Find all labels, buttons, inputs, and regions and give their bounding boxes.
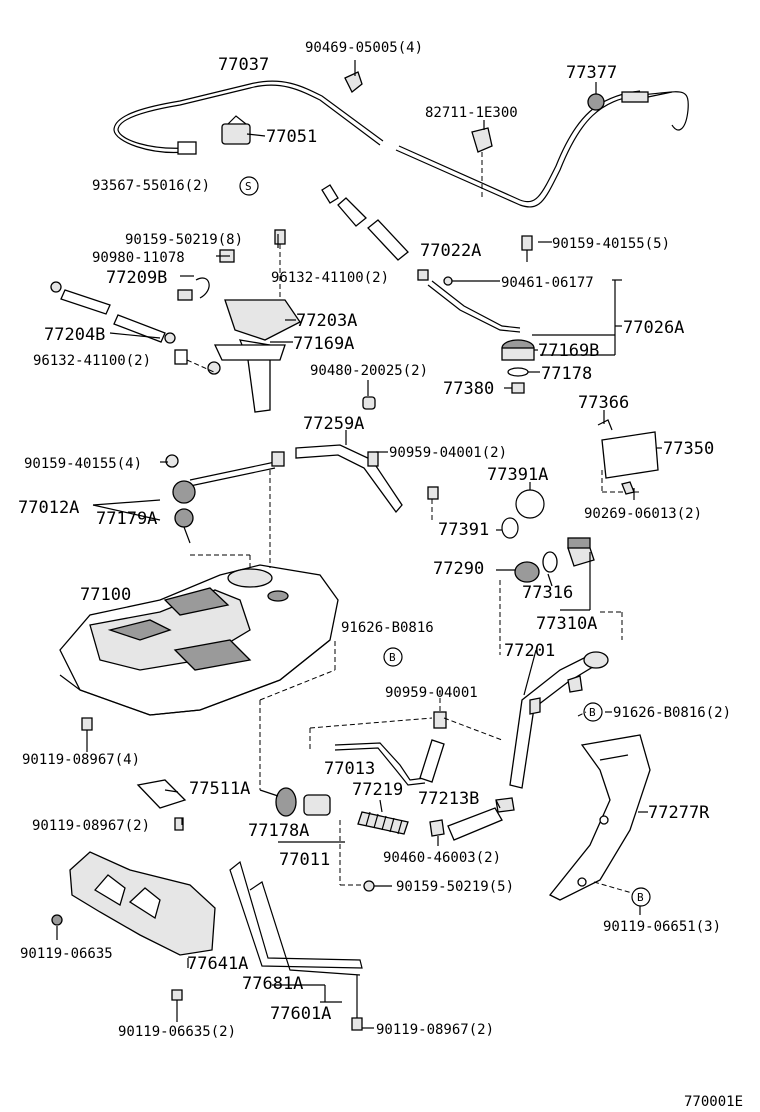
- label-77022A: 77022A: [420, 241, 481, 261]
- label-77366: 77366: [578, 393, 629, 413]
- callout-s-label: S: [245, 180, 252, 193]
- bolt-90119-06635-2: [171, 989, 183, 1016]
- label-96132-41100-b: 96132-41100(2): [33, 353, 151, 369]
- breather-tube-group-77026A: [417, 269, 622, 394]
- figure-code: 770001E: [684, 1094, 743, 1110]
- straps-77601A: [229, 860, 363, 1031]
- label-90959-04001: 90959-04001: [385, 685, 478, 701]
- label-90980-11078: 90980-11078: [92, 250, 185, 266]
- label-77013: 77013: [324, 759, 375, 779]
- label-77219: 77219: [352, 780, 403, 800]
- label-82711-1E300: 82711-1E300: [425, 105, 518, 121]
- opener-77377: [587, 91, 673, 111]
- fuel-pump-bracket-77203A: [177, 277, 301, 413]
- hose-77259A: [189, 444, 439, 520]
- label-77169A: 77169A: [293, 334, 354, 354]
- filler-cap-group: [499, 489, 623, 655]
- label-90460-46003: 90460-46003(2): [383, 850, 501, 866]
- label-77601A: 77601A: [270, 1004, 331, 1024]
- label-77290: 77290: [433, 559, 484, 579]
- part-labels: 77037 90469-05005(4) 77377 82711-1E300 7…: [18, 40, 743, 1110]
- bolt-90159-40155-top: [521, 235, 533, 262]
- label-77350: 77350: [663, 439, 714, 459]
- label-90469-05005: 90469-05005(4): [305, 40, 423, 56]
- cable-clamp-77051: [221, 115, 251, 145]
- callout-b-label: B: [589, 706, 596, 719]
- label-77026A: 77026A: [623, 318, 684, 338]
- leader-lines: [56, 60, 662, 1029]
- callout-b-3: B: [631, 887, 651, 907]
- clip-90469: [344, 71, 363, 94]
- label-77380: 77380: [443, 379, 494, 399]
- hose-77213B: [429, 797, 515, 841]
- bolt-90159-50219-5: [363, 880, 375, 892]
- grommet-82711: [471, 127, 493, 200]
- label-77203A: 77203A: [296, 311, 357, 331]
- label-77178: 77178: [541, 364, 592, 384]
- label-90119-08967-2b: 90119-08967(2): [376, 1022, 494, 1038]
- label-90159-40155-4: 90159-40155(4): [24, 456, 142, 472]
- bracket-77511A: [136, 779, 187, 831]
- label-77259A: 77259A: [303, 414, 364, 434]
- label-77011: 77011: [279, 850, 330, 870]
- label-77178A: 77178A: [248, 821, 309, 841]
- fuel-lid-77350: [597, 419, 659, 495]
- label-91626-B0816-b: 91626-B0816(2): [613, 705, 731, 721]
- label-77179A: 77179A: [96, 509, 157, 529]
- valve-77012A: [92, 454, 196, 544]
- callout-b-label: B: [637, 891, 644, 904]
- callout-b-label: B: [389, 651, 396, 664]
- label-90461-06177: 90461-06177: [501, 275, 594, 291]
- label-77209B: 77209B: [106, 268, 167, 288]
- label-90119-06635-2: 90119-06635(2): [118, 1024, 236, 1040]
- label-77681A: 77681A: [242, 974, 303, 994]
- label-90119-06651: 90119-06651(3): [603, 919, 721, 935]
- label-77277R: 77277R: [648, 803, 710, 823]
- label-90159-50219-5: 90159-50219(5): [396, 879, 514, 895]
- label-77641A: 77641A: [187, 954, 248, 974]
- label-90480-20025: 90480-20025(2): [310, 363, 428, 379]
- label-90959-04001-2: 90959-04001(2): [389, 445, 507, 461]
- protector-77277R: [548, 734, 651, 901]
- label-77051: 77051: [266, 127, 317, 147]
- callout-s: S: [245, 180, 252, 193]
- label-77012A: 77012A: [18, 498, 79, 518]
- label-93567-55016: 93567-55016(2): [92, 178, 210, 194]
- label-77037: 77037: [218, 55, 269, 75]
- screw-icon-93567: [239, 176, 259, 196]
- label-77169B: 77169B: [538, 341, 599, 361]
- label-77204B: 77204B: [44, 325, 105, 345]
- label-90269-06013: 90269-06013(2): [584, 506, 702, 522]
- label-90159-50219-8: 90159-50219(8): [125, 232, 243, 248]
- callout-b-1: B: [383, 647, 403, 667]
- label-77310A: 77310A: [536, 614, 597, 634]
- protector-77641A: [51, 851, 216, 956]
- label-77201: 77201: [504, 641, 555, 661]
- label-91626-B0816-a: 91626-B0816: [341, 620, 434, 636]
- label-77377: 77377: [566, 63, 617, 83]
- label-90159-40155-5: 90159-40155(5): [552, 236, 670, 252]
- callout-b-2: B: [583, 702, 603, 722]
- label-77511A: 77511A: [189, 779, 250, 799]
- tube-77011: [259, 640, 362, 886]
- label-96132-41100-a: 96132-41100(2): [271, 270, 389, 286]
- vent-hose-77022A: [321, 184, 409, 261]
- label-77391: 77391: [438, 520, 489, 540]
- clip-90480: [362, 396, 376, 410]
- label-77316: 77316: [522, 583, 573, 603]
- fuel-tank-77100: [59, 470, 339, 716]
- breather-pipe-77013: [309, 690, 503, 786]
- label-77391A: 77391A: [487, 465, 548, 485]
- hose-77204B: [50, 281, 176, 344]
- label-90119-08967-4: 90119-08967(4): [22, 752, 140, 768]
- label-77213B: 77213B: [418, 789, 479, 809]
- filler-pipe-77201: [509, 651, 609, 789]
- label-90119-06635: 90119-06635: [20, 946, 113, 962]
- label-77100: 77100: [80, 585, 131, 605]
- bolt-90119-08967-4: [81, 717, 93, 744]
- hose-77219: [357, 811, 409, 835]
- label-90119-08967-2a: 90119-08967(2): [32, 818, 150, 834]
